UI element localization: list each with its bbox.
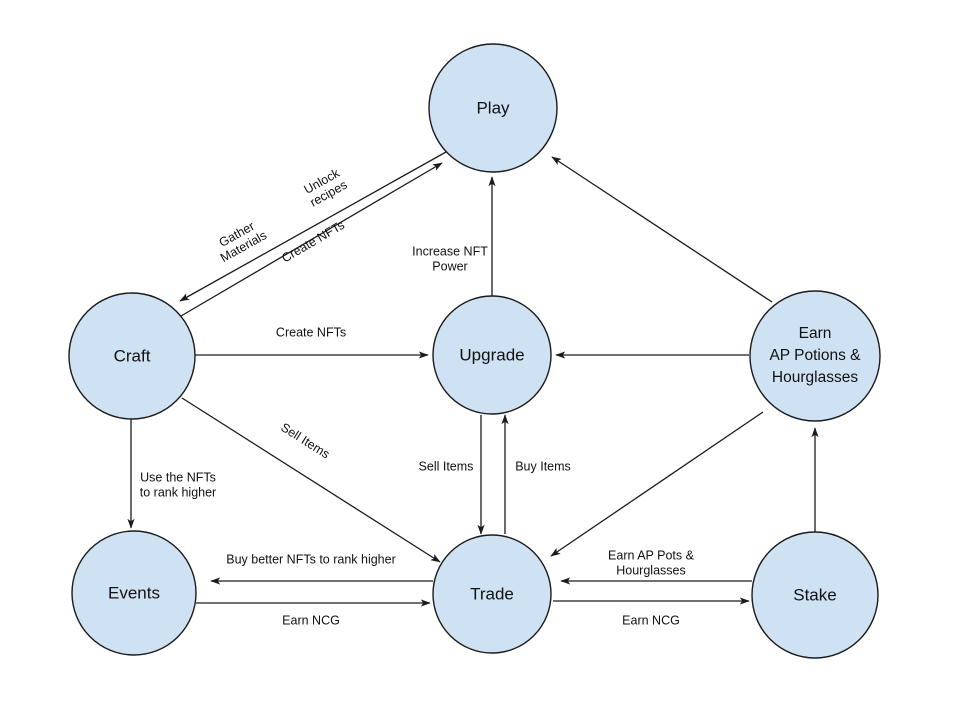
node-label-events: Events (108, 583, 160, 602)
edge-upgrade-to-trade: Sell Items (419, 415, 485, 535)
edge-label-line: Buy better NFTs to rank higher (226, 552, 396, 566)
edge-craft-to-trade: Sell Items (181, 397, 441, 563)
node-circle-trade[interactable] (432, 534, 552, 654)
edge-craft-to-upgrade: Create NFTs (195, 325, 429, 359)
edge-line-earn-to-trade (550, 411, 764, 557)
node-craft[interactable]: Craft (68, 292, 196, 420)
edge-label-unlock-recipes: Unlock recipes (302, 166, 350, 210)
edge-upgrade-to-play: Increase NFT Power (412, 176, 496, 296)
edge-line-earn-to-play (551, 156, 773, 303)
edge-label-line: Create NFTs (276, 325, 346, 339)
edge-label-line: Sell Items (419, 459, 474, 473)
node-label-stake: Stake (793, 585, 836, 604)
edge-label-line: Hourglasses (616, 563, 685, 577)
edge-label-create-nfts-diagonal: Create NFTs (279, 218, 347, 266)
node-circle-craft[interactable] (68, 292, 196, 420)
edge-trade-to-upgrade: Buy Items (501, 414, 571, 534)
edge-earn-to-trade (550, 411, 764, 557)
node-label-trade: Trade (470, 584, 514, 603)
edge-label-line: Increase NFT (412, 244, 488, 258)
node-label-craft: Craft (114, 346, 151, 365)
node-play[interactable]: Play (428, 43, 558, 173)
node-circle-events[interactable] (71, 530, 197, 656)
edge-label-line: Use the NFTs (140, 470, 216, 484)
edge-label-line: Create NFTs (279, 218, 347, 266)
edge-line-play-to-craft (179, 151, 447, 302)
node-label-earn-line1: Earn (799, 325, 832, 342)
edge-label-line: Power (432, 259, 467, 273)
node-trade[interactable]: Trade (432, 534, 552, 654)
edge-earn-to-play (551, 156, 773, 303)
node-events[interactable]: Events (71, 530, 197, 656)
edge-events-to-trade: Earn NCG (196, 599, 431, 627)
edge-label-line: Sell Items (278, 420, 332, 461)
node-stake[interactable]: Stake (751, 531, 879, 659)
node-circle-earn[interactable] (749, 290, 881, 422)
edge-craft-to-events: Use the NFTs to rank higher (127, 419, 216, 529)
edge-label-line: Earn NCG (282, 613, 340, 627)
node-upgrade[interactable]: Upgrade (432, 295, 552, 415)
edge-label-line: Earn NCG (622, 613, 680, 627)
edge-trade-to-stake: Earn NCG (553, 597, 750, 627)
edge-line-craft-to-trade (181, 397, 441, 563)
node-earn[interactable]: Earn AP Potions & Hourglasses (749, 290, 881, 422)
node-circle-stake[interactable] (751, 531, 879, 659)
node-label-play: Play (476, 98, 510, 117)
node-circle-upgrade[interactable] (432, 295, 552, 415)
node-label-earn-line3: Hourglasses (772, 369, 858, 386)
edge-stake-to-trade: Earn AP Pots & Hourglasses (560, 548, 752, 585)
node-label-earn-line2: AP Potions & (769, 347, 861, 364)
edge-play-to-craft: Unlock recipes Gather Materials (179, 151, 447, 302)
edge-label-line: Buy Items (515, 459, 571, 473)
edge-label-line: to rank higher (140, 485, 216, 499)
node-label-upgrade: Upgrade (459, 345, 524, 364)
edge-line-craft-to-play (180, 162, 443, 317)
edge-trade-to-events: Buy better NFTs to rank higher (210, 552, 433, 585)
edge-label-sell-items-diagonal: Sell Items (278, 420, 332, 461)
node-circle-play[interactable] (428, 43, 558, 173)
edge-label-gather-materials: Gather Materials (217, 219, 269, 265)
edge-label-line: Earn AP Pots & (608, 548, 695, 562)
